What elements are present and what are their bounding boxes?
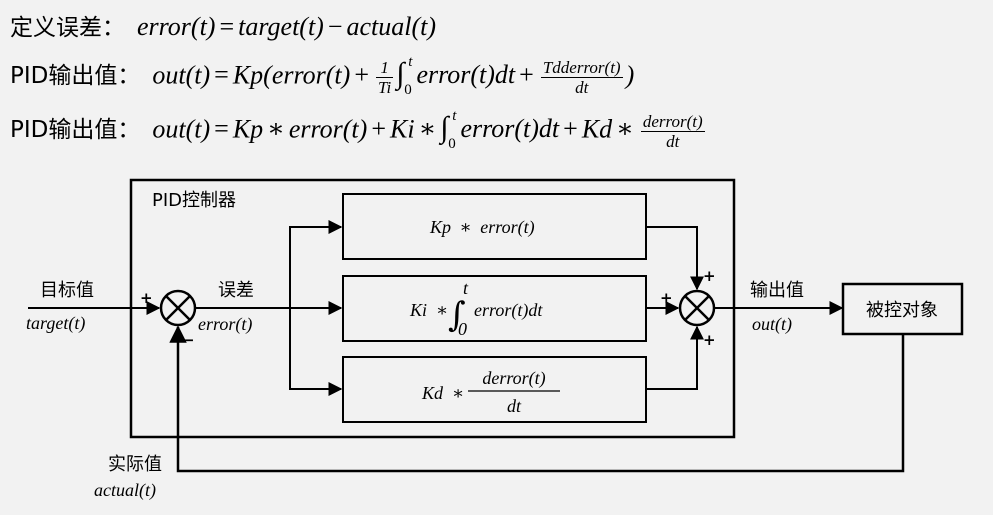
formula-actual: actual(t)	[346, 12, 437, 41]
fraction-denominator: dt	[507, 396, 522, 416]
integral-lower: 0	[404, 82, 412, 99]
fraction-denominator: dt	[666, 132, 680, 151]
fraction-numerator: 1	[375, 58, 394, 78]
sum1-plus-sign: +	[140, 289, 153, 307]
integral-lower: 0	[448, 136, 456, 153]
block-p-formula: Kp ∗ error(t)	[429, 217, 535, 238]
integral-lower: 0	[458, 319, 467, 339]
error-math: error(t)	[198, 314, 252, 335]
sum2-top-plus: +	[703, 267, 716, 285]
gain-ki: Ki	[409, 300, 427, 320]
formula-target: target(t)	[238, 12, 324, 41]
gain-kd: Kd	[421, 383, 444, 403]
plus-sign: +	[371, 114, 386, 144]
gain-kp: Kp	[232, 114, 264, 144]
feedback-arrow	[169, 325, 905, 473]
equals-sign: =	[214, 60, 229, 90]
formula-error-definition: 定义误差： error(t)=target(t)−actual(t)	[10, 12, 436, 43]
multiply-sign: ∗	[436, 300, 448, 320]
error-term: error(t)	[288, 114, 368, 144]
fraction-numerator: Tdderror(t)	[540, 58, 623, 78]
gain-kp: Kp	[429, 217, 451, 237]
multiply-sign: ∗	[418, 114, 437, 144]
formula-lhs: out(t)	[152, 60, 211, 90]
fraction-numerator: derror(t)	[640, 112, 705, 132]
plant-label: 被控对象	[866, 300, 938, 321]
integral-upper: t	[452, 108, 457, 125]
proportional-to-sum-arrow	[646, 226, 704, 291]
sum1-minus-sign: −	[182, 331, 195, 349]
fraction-derivative: derror(t)dt	[640, 112, 705, 151]
integrand: error(t)dt	[474, 300, 543, 321]
error-term: error(t)	[271, 60, 351, 90]
gain-kp: Kp	[232, 60, 264, 90]
error-term: error(t)	[480, 217, 534, 238]
setpoint-label: 目标值	[40, 280, 94, 301]
formula-lhs: out(t)	[152, 114, 211, 144]
sum2-left-plus: +	[660, 289, 673, 307]
fraction-denominator: dt	[575, 78, 589, 97]
error-to-derivative-arrow	[289, 308, 343, 396]
fraction-numerator: derror(t)	[482, 368, 545, 389]
fraction-denominator: Ti	[377, 78, 392, 97]
open-paren: (	[263, 60, 272, 90]
plus-sign: +	[519, 60, 534, 90]
close-paren: )	[625, 60, 635, 90]
controller-title: PID控制器	[152, 190, 236, 211]
output-label: 输出值	[750, 280, 804, 301]
block-derivative	[342, 356, 647, 423]
integral-upper: t	[408, 54, 413, 71]
summing-junction-output	[678, 289, 716, 327]
integrand: error(t)dt	[416, 60, 516, 90]
summing-junction-error	[159, 289, 197, 327]
formula-lhs: error(t)	[137, 12, 216, 41]
feedback-math: actual(t)	[94, 480, 156, 501]
minus-sign: −	[327, 12, 343, 41]
equals-sign: =	[219, 12, 235, 41]
error-to-proportional-arrow	[289, 220, 343, 308]
formula-label: PID输出值：	[10, 117, 141, 144]
feedback-label: 实际值	[108, 454, 162, 475]
fraction-derivative: Tdderror(t)dt	[540, 58, 623, 97]
error-label: 误差	[218, 280, 254, 301]
derivative-to-sum-arrow	[646, 325, 704, 390]
equals-sign: =	[214, 114, 229, 144]
formula-label: PID输出值：	[10, 63, 141, 90]
gain-ki: Ki	[389, 114, 415, 144]
integral-sign: ∫	[448, 295, 466, 335]
formula-label: 定义误差：	[10, 15, 125, 41]
plus-sign: +	[354, 60, 369, 90]
plus-sign: +	[563, 114, 578, 144]
integrand: error(t)dt	[460, 114, 560, 144]
gain-kd: Kd	[581, 114, 613, 144]
integral-upper: t	[463, 278, 469, 298]
multiply-sign: ∗	[267, 114, 285, 144]
setpoint-math: target(t)	[26, 313, 85, 334]
sum2-bottom-plus: +	[703, 331, 716, 349]
multiply-sign: ∗	[460, 217, 472, 237]
multiply-sign: ∗	[452, 383, 464, 403]
output-math: out(t)	[752, 314, 792, 335]
multiply-sign: ∗	[616, 114, 634, 144]
